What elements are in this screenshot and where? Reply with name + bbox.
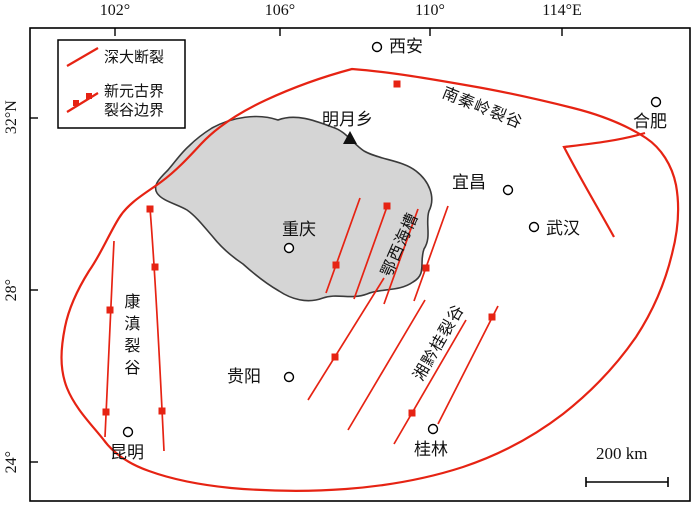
branch-fault-line (562, 131, 646, 238)
city-marker-guilin (427, 423, 439, 435)
city-label-mingyuexiang: 明月乡 (322, 110, 373, 129)
city-label-guilin: 桂林 (414, 440, 448, 459)
city-label-chongqing: 重庆 (282, 220, 316, 239)
legend-box (57, 39, 186, 129)
sichuan-basin-region (154, 115, 433, 302)
city-marker-kunming (122, 426, 134, 438)
axis-ticks-top (114, 28, 563, 36)
axis-label-110: 110° (415, 2, 445, 19)
city-label-hefei: 合肥 (633, 112, 667, 131)
city-marker-wuhan (528, 221, 540, 233)
axis-label-24: 24° (2, 450, 20, 474)
city-marker-hefei (650, 96, 662, 108)
scale-bar (585, 477, 669, 487)
legend-rift-symbol (66, 92, 99, 113)
rift-label-kangdian: 康滇裂谷 (121, 293, 139, 381)
city-label-yichang: 宜昌 (452, 173, 486, 192)
exi-trough-lines (325, 197, 449, 305)
legend-fault-label: 深大断裂 (104, 50, 165, 66)
scale-bar-label: 200 km (596, 444, 648, 463)
city-label-guiyang: 贵阳 (227, 367, 261, 386)
city-marker-yichang (502, 184, 514, 196)
city-label-xian: 西安 (389, 37, 423, 56)
axis-label-102: 102° (99, 2, 131, 19)
axis-label-114e: 114°E (542, 2, 582, 19)
mingyuexiang-triangle-marker (343, 131, 357, 144)
axis-ticks-left (30, 117, 38, 463)
axis-label-28: 28° (2, 278, 20, 302)
city-marker-xian (371, 41, 383, 53)
legend-fault-symbol (66, 47, 99, 67)
city-markers (122, 41, 662, 438)
legend-rift-label-line2: 裂谷边界 (104, 103, 165, 119)
city-label-kunming: 昆明 (110, 443, 144, 462)
city-marker-chongqing (283, 242, 295, 254)
map-frame (29, 27, 691, 502)
xiangqiangui-rift-lines (307, 277, 499, 445)
axis-label-32n: 32°N (2, 100, 20, 135)
rift-boundary-markers (102, 80, 496, 417)
city-label-wuhan: 武汉 (546, 219, 580, 238)
legend-rift-label-line1: 新元古界 (104, 84, 165, 100)
city-marker-guiyang (283, 371, 295, 383)
axis-label-106: 106° (264, 2, 296, 19)
main-fault-boundary-line (60, 67, 680, 492)
